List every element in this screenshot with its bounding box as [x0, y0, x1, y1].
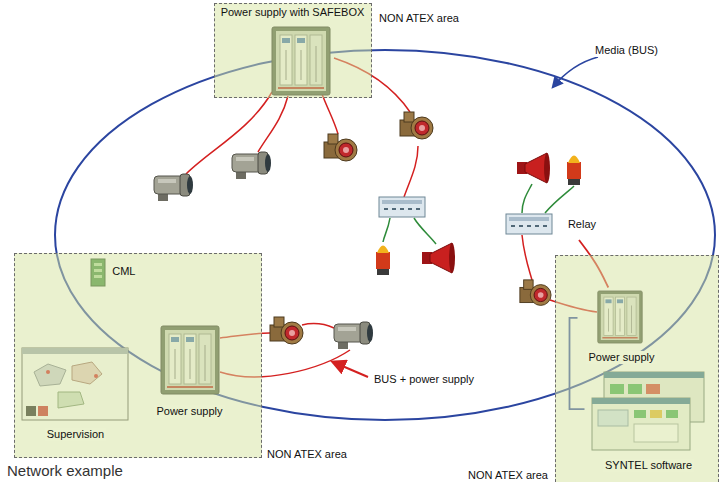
label-holder: BUS + power supply — [372, 369, 476, 387]
horn — [517, 153, 550, 183]
beacon — [376, 246, 390, 276]
node-label: Power supply with SAFEBOX — [219, 6, 367, 19]
relay-box — [506, 214, 552, 234]
relay-module: Relay — [503, 208, 598, 240]
figure-caption: Network example — [5, 462, 125, 479]
area-label: NON ATEX area — [265, 448, 349, 461]
non-atex-area: NON ATEX areaPower supplySYNTEL software — [555, 255, 719, 482]
area-label: NON ATEX area — [377, 12, 461, 25]
caption-holder: Network example — [5, 462, 125, 480]
power-supply-box: Power supply — [578, 288, 666, 364]
red-wire — [522, 235, 532, 280]
red-wire — [258, 96, 288, 152]
non-atex-area: NON ATEX areaPower supply with SAFEBOX — [214, 3, 372, 98]
bus-label: Media (BUS) — [593, 44, 660, 57]
node-label: Supervision — [45, 428, 106, 441]
gas-detector — [324, 134, 357, 161]
flame-detector — [334, 322, 373, 349]
bus-power-label: BUS + power supply — [372, 373, 476, 386]
power-supply-box: Power supply — [148, 318, 232, 418]
beacon — [567, 156, 581, 186]
green-wire — [545, 186, 574, 213]
power-supply-box: Power supply with SAFEBOX — [217, 6, 369, 96]
green-wire — [522, 184, 532, 213]
bus-pointer — [553, 57, 598, 87]
node-label: Power supply — [586, 351, 656, 364]
horn — [422, 243, 455, 273]
green-wire — [414, 218, 436, 244]
cml-module: CML — [88, 256, 138, 288]
gas-detector — [400, 112, 433, 139]
software-station: SYNTEL software — [585, 368, 713, 472]
red-wire — [404, 146, 418, 197]
red-wire — [302, 324, 334, 328]
supervision-station: Supervision — [20, 345, 132, 441]
red-wire — [322, 94, 338, 134]
gas-detector — [520, 280, 551, 306]
node-label: Relay — [566, 218, 598, 231]
node-label: CML — [110, 265, 137, 278]
bus-power-pointer — [333, 362, 368, 377]
flame-detector — [232, 152, 271, 179]
gas-detector — [270, 317, 303, 344]
relay-box — [379, 197, 425, 217]
label-holder: Media (BUS) — [593, 40, 660, 58]
green-wire — [383, 218, 390, 242]
flame-detector — [154, 174, 193, 201]
node-label: SYNTEL software — [603, 459, 694, 472]
node-label: Power supply — [154, 405, 224, 418]
area-label: NON ATEX area — [466, 469, 550, 482]
non-atex-area: NON ATEX areaCMLSupervisionPower supply — [14, 253, 262, 458]
